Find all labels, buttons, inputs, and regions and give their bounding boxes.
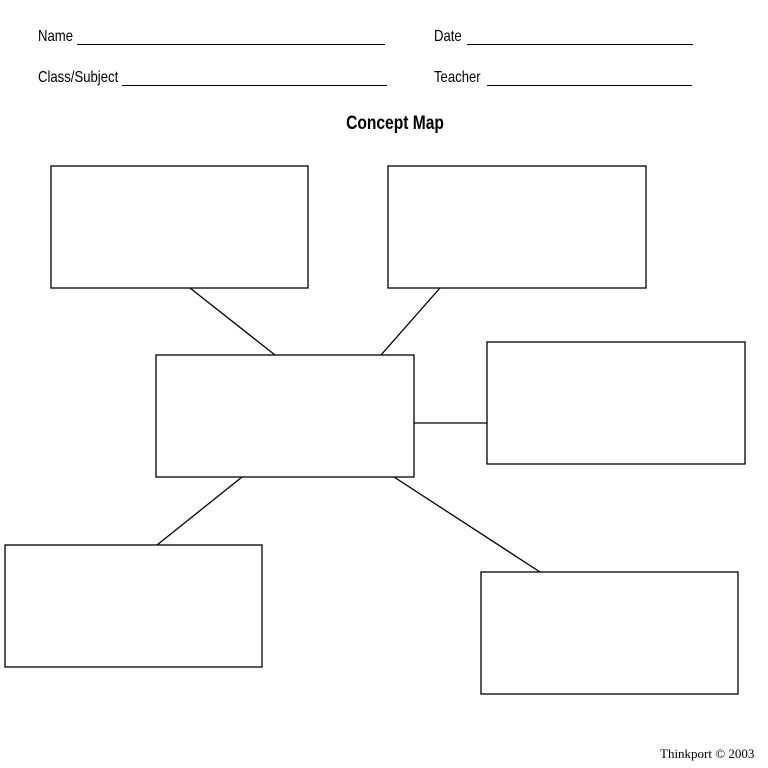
copyright-footer: Thinkport © 2003	[660, 746, 755, 761]
class-subject-field[interactable]	[122, 85, 387, 86]
name-field[interactable]	[77, 44, 385, 45]
connector-top-left	[189, 287, 276, 356]
connector-bottom-right	[393, 476, 541, 573]
concept-box-bottom-left[interactable]	[4, 544, 263, 668]
concept-box-bottom-right[interactable]	[480, 571, 739, 695]
concept-box-top-right[interactable]	[387, 165, 647, 289]
page-title: Concept Map	[346, 113, 444, 134]
class-subject-label: Class/Subject	[38, 69, 119, 86]
concept-box-center[interactable]	[155, 354, 415, 478]
connector-top-right	[380, 287, 441, 356]
concept-box-right[interactable]	[486, 341, 746, 465]
concept-box-top-left[interactable]	[50, 165, 309, 289]
date-label: Date	[434, 28, 462, 45]
teacher-label: Teacher	[434, 69, 481, 86]
teacher-field[interactable]	[487, 85, 692, 86]
date-field[interactable]	[467, 44, 693, 45]
connector-bottom-left	[156, 476, 243, 546]
name-label: Name	[38, 28, 74, 45]
